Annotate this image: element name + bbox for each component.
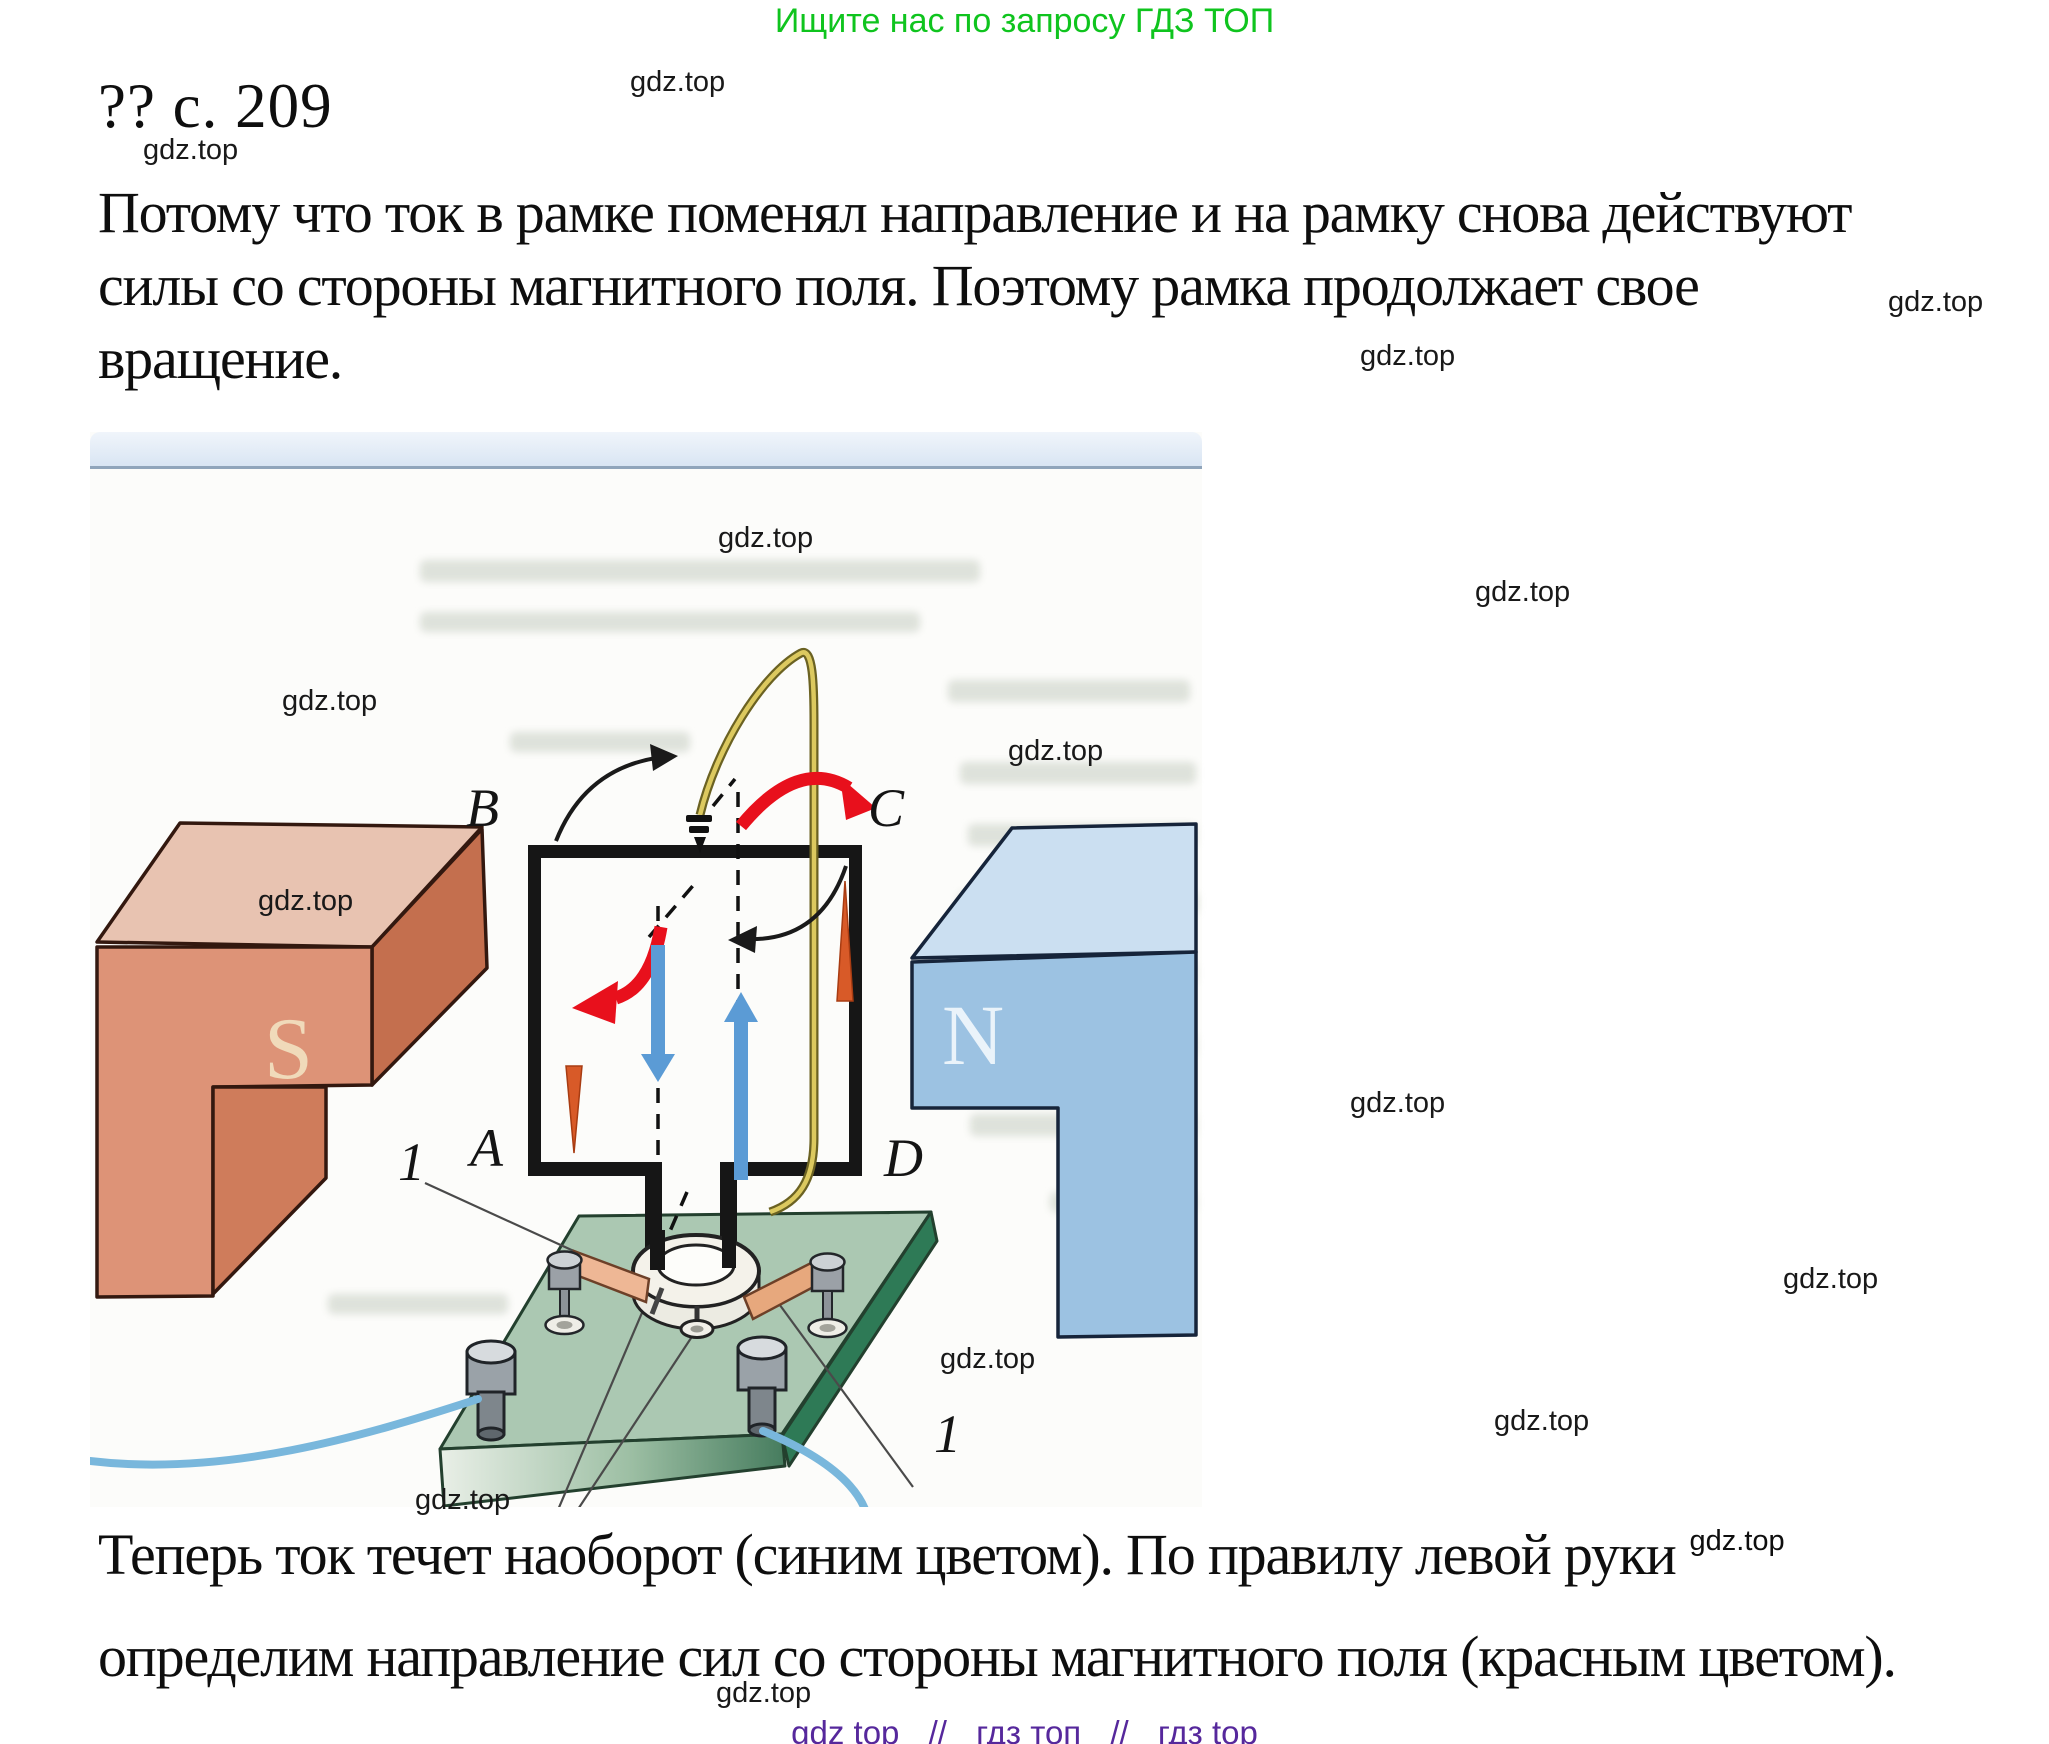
force-arrows	[572, 771, 876, 1024]
hinge	[686, 815, 712, 853]
south-magnet: S	[95, 821, 489, 1299]
scan-window-bar	[90, 432, 1202, 469]
brush-posts	[544, 1250, 848, 1339]
site-tagline: Ищите нас по запросу ГДЗ ТОП	[774, 2, 1275, 40]
explanation-line-2: определим направление сил со стороны маг…	[98, 1624, 1897, 1689]
gdz-watermark: gdz.top	[415, 1484, 511, 1516]
gdz-watermark: gdz.top	[1008, 735, 1104, 767]
south-pole-label: S	[264, 1001, 313, 1098]
footer-link-1: gdz top	[791, 1714, 900, 1744]
pointer-lines	[424, 1181, 914, 1507]
north-magnet: N	[910, 822, 1198, 1339]
footer-separator: //	[1110, 1714, 1129, 1744]
circuit-wires	[90, 1395, 869, 1507]
ring-split-gap	[649, 1287, 665, 1315]
gdz-watermark: gdz.top	[1494, 1405, 1590, 1437]
force-arrowhead-right	[840, 777, 876, 820]
page-title: ?? с. 209	[98, 71, 333, 141]
current-arrows	[641, 945, 758, 1180]
terminals	[465, 1335, 788, 1442]
bleed-through-text	[510, 732, 690, 752]
footer-separator: //	[928, 1714, 947, 1744]
north-magnet-top-face	[910, 822, 1198, 960]
answer-paragraph: Потому что ток в рамке поменял направлен…	[98, 176, 2023, 395]
bleed-through-text	[420, 560, 980, 582]
gdz-watermark: gdz.top	[1888, 286, 1984, 318]
gdz-watermark: gdz.top	[630, 66, 726, 98]
field-arrow-down	[565, 1065, 583, 1154]
label-D: D	[883, 1128, 923, 1188]
figure-labels: B C A D 1 1	[398, 778, 961, 1464]
force-arrowhead-left	[572, 981, 618, 1024]
commutator-ring	[631, 1228, 761, 1339]
gdz-watermark: gdz.top	[282, 685, 378, 717]
bleed-through-text	[960, 762, 1196, 784]
field-arrows	[565, 880, 854, 1154]
footer-links: gdz top // гдз топ // гдз top	[0, 1714, 2049, 1744]
north-magnet-front-face	[910, 950, 1198, 1339]
yellow-wire	[695, 647, 819, 1217]
explanation-line-1: Теперь ток течет наоборот (синим цветом)…	[98, 1509, 2023, 1611]
footer-link-3: гдз top	[1157, 1714, 1258, 1744]
explanation-line-1-text: Теперь ток течет наоборот (синим цветом)…	[98, 1522, 1677, 1587]
label-B: B	[466, 778, 499, 838]
answer-line-3: вращение.	[98, 326, 343, 391]
current-arrow-down	[641, 1054, 675, 1082]
bleed-through-text	[420, 612, 920, 632]
south-magnet-notch-face	[211, 1085, 328, 1296]
gdz-watermark: gdz.top	[716, 1677, 812, 1709]
label-1-top: 1	[398, 1132, 425, 1192]
gdz-watermark: gdz.top	[1360, 340, 1456, 372]
gdz-watermark: gdz.top	[258, 885, 354, 917]
north-pole-label: N	[942, 987, 1004, 1083]
current-arrow-up	[724, 992, 758, 1022]
board-right-face	[780, 1210, 939, 1468]
gdz-watermark: gdz.top	[1350, 1087, 1446, 1119]
bleed-through-text	[328, 1294, 508, 1314]
rotation-arrows	[554, 744, 848, 953]
answer-line-2: силы со стороны магнитного поля. Поэтому…	[98, 253, 1700, 318]
gdz-watermark: gdz.top	[1783, 1263, 1879, 1295]
gdz-watermark: gdz.top	[1475, 576, 1571, 608]
motor-diagram: S N	[90, 647, 1198, 1507]
gdz-watermark: gdz.top	[718, 522, 814, 554]
gdz-watermark: gdz.top	[940, 1343, 1036, 1375]
label-1-bottom: 1	[934, 1404, 961, 1464]
footer-link-2: гдз топ	[976, 1714, 1082, 1744]
gdz-watermark: gdz.top	[143, 134, 239, 166]
explanation-paragraph: Теперь ток течет наоборот (синим цветом)…	[98, 1509, 2023, 1703]
motor-diagram-figure: S N	[90, 432, 1202, 1516]
answer-line-1: Потому что ток в рамке поменял направлен…	[98, 180, 1852, 245]
board-front-face	[438, 1432, 787, 1507]
gdz-watermark: gdz.top	[1689, 1525, 1785, 1557]
bleed-through-text	[948, 680, 1190, 702]
label-A: A	[467, 1118, 504, 1178]
label-C: C	[868, 778, 905, 838]
field-arrow-up	[836, 880, 854, 1002]
rotation-arrowhead	[728, 926, 757, 953]
rotation-arrowhead	[650, 744, 678, 771]
